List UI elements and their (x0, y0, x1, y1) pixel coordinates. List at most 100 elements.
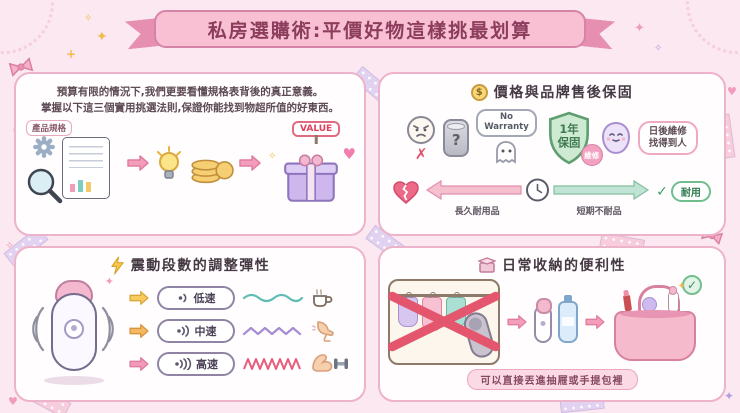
bow-icon (8, 57, 34, 77)
heart-icon: ♥ (342, 144, 356, 163)
compact-massager-illustration (534, 298, 552, 343)
sparkle-icon: ✦ (724, 389, 735, 403)
lifespan-timeline: 長久耐用品 短期不耐品 (425, 177, 650, 217)
bubble-line-2: 找得到人 (648, 138, 687, 149)
leg-massage-icon (312, 321, 334, 342)
coins-icon (191, 159, 234, 183)
storage-title-text: 日常收納的便利性 (502, 258, 626, 274)
gift-box-icon (284, 154, 338, 202)
speed-levels: 低速 中速 (128, 285, 356, 377)
speed-level-mid: 中速 (128, 318, 356, 344)
closet-rail (396, 294, 492, 297)
mid-speed-label: 中速 (194, 325, 217, 338)
durable-badge-group: ✓ 耐用 (656, 181, 711, 202)
spec-document (62, 136, 110, 199)
speed-level-low: 低速 (128, 285, 356, 311)
gear-icon (33, 135, 55, 158)
page-title: 私房選購術:平價好物這樣挑最划算 (207, 19, 533, 42)
bag-body (614, 310, 696, 361)
vibration-illustration: ✦ 低速 (16, 275, 364, 385)
lightning-icon (111, 256, 124, 274)
question-mark: ? (451, 131, 461, 149)
magnifier-icon (27, 168, 63, 203)
vibration-waves-icon (32, 306, 45, 352)
no-warranty-group: No Warranty (476, 109, 537, 167)
coin-icon: $ (470, 83, 488, 101)
spec-sheet-illustration: 產品規格 (24, 119, 122, 207)
broken-heart-icon (393, 181, 419, 204)
intro-paragraph: 預算有限的情況下,我們更要看懂規格表背後的真正意義。 掌握以下這三個實用挑選法則… (26, 84, 354, 117)
vibration-strength-icon (178, 293, 186, 303)
bubble-line-1: 日後維修 (648, 125, 687, 137)
shield-line-1: 1年 (559, 122, 579, 136)
storage-card-title: 日常收納的便利性 (380, 255, 724, 275)
lifespan-timeline-row: 長久耐用品 短期不耐品 ✓ 耐用 (380, 177, 724, 217)
gift-illustration: VALUE ♥ ✧ (266, 119, 356, 207)
lipstick-illustration (622, 294, 633, 312)
title-banner: 私房選購術:平價好物這樣挑最划算 (154, 10, 586, 48)
arrow-right-icon (129, 291, 149, 305)
arrow-right-icon (127, 154, 149, 171)
arrow-right-icon (129, 324, 149, 338)
heart-icon: ♥ (727, 85, 737, 98)
vibration-card-title: 震動段數的調整彈性 (16, 255, 364, 275)
sparkle-icon: ✧ (5, 239, 15, 252)
arrow-right-icon (585, 315, 605, 329)
sparkle-icon: ✧ (84, 13, 93, 24)
mid-speed-pill: 中速 (157, 319, 235, 343)
warranty-shield-icon: 1年 保固 (548, 111, 589, 165)
check-circle-icon: ✓ (682, 275, 702, 295)
vibration-waves-icon (101, 306, 114, 352)
device-shadow (44, 376, 104, 385)
intro-illustration: 產品規格 (16, 119, 364, 207)
no-warranty-line-2: Warranty (484, 122, 529, 132)
repair-badge: 維修 (580, 144, 603, 166)
value-sign-label: VALUE (292, 120, 341, 137)
no-warranty-bubble: No Warranty (476, 109, 537, 137)
intro-card: 預算有限的情況下,我們更要看懂規格表背後的真正意義。 掌握以下這三個實用挑選法則… (14, 72, 366, 236)
storage-card: 日常收納的便利性 ✓ ✦ (378, 246, 726, 402)
storage-caption-row: 可以直接丟進抽屜或手提包裡 (380, 369, 724, 390)
handbag-illustration: ✓ ✦ (612, 275, 702, 365)
medium-wave-icon (242, 326, 302, 336)
storage-illustration: ✓ ✦ (380, 275, 724, 367)
double-arrow-clock-icon (426, 178, 650, 202)
happy-blob-character (601, 121, 630, 155)
low-speed-label: 低速 (193, 292, 216, 305)
sparkle-icon: ✦ (677, 281, 686, 292)
lifespan-label-left: 長久耐用品 (454, 207, 500, 217)
warranty-card: $ 價格與品牌售後保固 ✗ ? No Warranty (378, 72, 726, 236)
sad-face-group: ✗ (406, 115, 436, 162)
lightbulb-icon (157, 145, 181, 179)
warranty-card-title: $ 價格與品牌售後保固 (380, 82, 724, 102)
sparkle-icon: ✧ (268, 150, 277, 162)
storage-box-icon (478, 257, 496, 273)
arrow-right-icon (239, 154, 261, 171)
durable-label: 耐用 (670, 181, 711, 202)
warranty-shield-group: 1年 保固 維修 (544, 110, 603, 166)
spec-tag-label: 產品規格 (26, 119, 73, 136)
sparkle-icon: ✦ (96, 29, 108, 45)
coffee-cup-icon (313, 289, 333, 307)
compact-size-comparison (534, 295, 578, 343)
arrow-right-icon (129, 357, 149, 371)
sad-face-icon (407, 115, 436, 144)
high-speed-label: 高速 (196, 358, 218, 371)
vibration-card: 震動段數的調整彈性 ✦ (14, 246, 366, 402)
intense-wave-icon (243, 358, 301, 370)
shield-line-2: 保固 (556, 135, 580, 149)
gentle-wave-icon (242, 293, 304, 303)
ghost-icon (496, 140, 517, 164)
muscle-dumbbell-icon (312, 354, 348, 372)
warranty-illustration-row: ✗ ? No Warranty 1年 保固 (380, 107, 724, 169)
check-icon: ✓ (656, 183, 668, 200)
speed-level-high: 高速 (128, 351, 356, 377)
no-warranty-line-1: No (500, 112, 513, 123)
low-speed-pill: 低速 (157, 286, 235, 310)
ribbon-face: 私房選購術:平價好物這樣挑最划算 (154, 10, 586, 48)
plus-sparkle-icon: + (66, 47, 77, 61)
device-body (51, 293, 97, 371)
mystery-can-illustration: ? (443, 119, 470, 157)
vibration-strength-icon (175, 358, 192, 370)
